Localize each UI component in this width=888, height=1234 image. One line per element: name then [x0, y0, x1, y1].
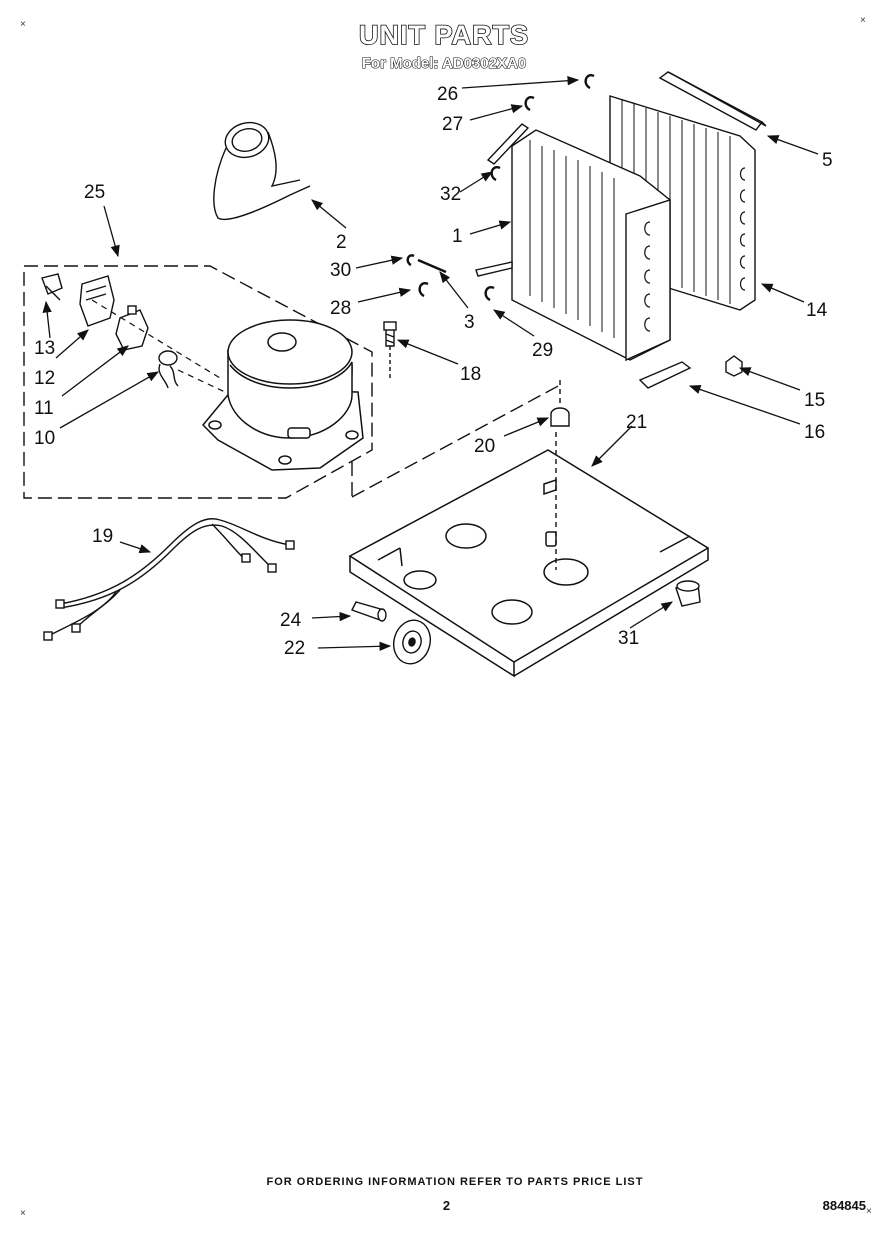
retaining-clips: [406, 74, 595, 302]
ordering-note: FOR ORDERING INFORMATION REFER TO PARTS …: [266, 1176, 644, 1188]
callout-1: 1: [452, 226, 463, 247]
bottom-gasket-strip: [638, 361, 692, 389]
document-id: 884845: [822, 1198, 866, 1213]
callout-18: 18: [460, 364, 481, 385]
callout-28: 28: [330, 298, 351, 319]
callout-3: 3: [464, 312, 475, 333]
caster-wheel: [393, 619, 431, 665]
callout-21: 21: [626, 412, 647, 433]
model-subtitle: For Model: AD0302XA0: [361, 54, 527, 72]
callout-19: 19: [92, 526, 113, 547]
corner-mark-top-left: ×: [20, 19, 26, 30]
base-pan: [348, 449, 710, 678]
page-number: 2: [442, 1198, 451, 1213]
callout-10: 10: [34, 428, 55, 449]
page-title: UNIT PARTS: [358, 19, 529, 51]
clip-28: [418, 282, 429, 298]
clip-30: [406, 254, 447, 274]
terminal-cover: [158, 350, 179, 389]
clip-29: [484, 286, 495, 302]
compressor-group-boundary: [23, 265, 561, 499]
clip-32: [490, 166, 501, 182]
callout-32: 32: [440, 184, 461, 205]
air-duct-collar: [213, 121, 311, 220]
relay: [115, 305, 149, 351]
callout-16: 16: [804, 422, 825, 443]
callout-15: 15: [804, 390, 825, 411]
leader-arrows: [42, 76, 819, 651]
callout-24: 24: [280, 610, 302, 631]
mounting-grommet: [550, 380, 570, 570]
callout-30: 30: [330, 260, 351, 281]
callout-2: 2: [336, 232, 347, 253]
rubber-foot: [675, 580, 701, 607]
callout-25: 25: [84, 182, 105, 203]
compressor: [201, 319, 364, 471]
overload-protector: [79, 275, 115, 327]
callout-12: 12: [34, 368, 55, 389]
hex-nut: [725, 355, 743, 377]
callout-5: 5: [822, 150, 833, 171]
wire-harness: [43, 518, 295, 641]
corner-mark-bottom-right: ×: [866, 1206, 872, 1217]
evaporator-coil: [475, 123, 671, 362]
callout-26: 26: [437, 84, 458, 105]
clip-26: [584, 74, 595, 90]
top-gasket-strip: [658, 71, 767, 131]
screw: [383, 321, 397, 380]
clip-27: [524, 96, 535, 112]
wheel-bushing: [351, 601, 387, 622]
callout-22: 22: [284, 638, 305, 659]
terminal-clip: [41, 273, 63, 301]
corner-mark-bottom-left: ×: [20, 1208, 26, 1219]
callout-13: 13: [34, 338, 55, 359]
callout-14: 14: [806, 300, 828, 321]
callout-27: 27: [442, 114, 463, 135]
callout-11: 11: [34, 398, 54, 419]
wiring-dashes: [91, 299, 226, 393]
callout-31: 31: [618, 628, 639, 649]
corner-mark-top-right: ×: [860, 15, 866, 26]
callout-29: 29: [532, 340, 553, 361]
callout-20: 20: [474, 436, 495, 457]
